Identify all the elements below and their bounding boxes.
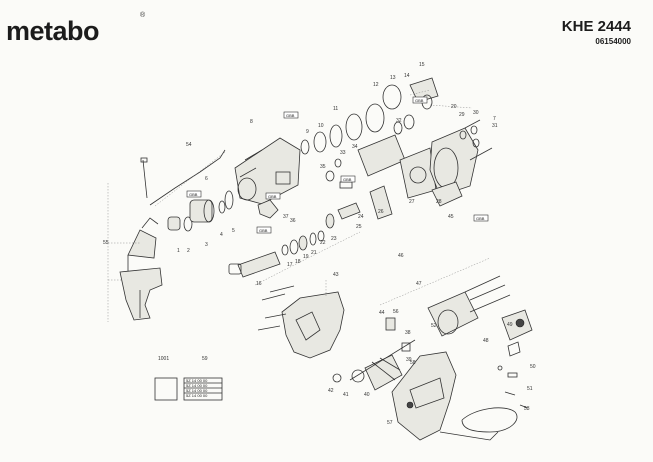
- tag-label: GBB: [415, 98, 424, 103]
- callout-label: 47: [416, 281, 422, 287]
- tag-label: GBB: [259, 228, 268, 233]
- callout-label: 41: [343, 392, 349, 398]
- callout-label: 44: [379, 310, 385, 316]
- callout-label: 40: [364, 392, 370, 398]
- tag-label: GBB: [343, 177, 352, 182]
- spindle-parts: [228, 185, 393, 286]
- tag-labels: GBB GBB GBB GBB GBB GBB GBB: [186, 96, 489, 234]
- callout-labels: 1 2 3 4 5 6 7 8 9 10 11 12 13 14 15 16 1…: [103, 62, 536, 426]
- callout-label: 33: [340, 150, 346, 156]
- switch-parts: [497, 309, 533, 378]
- callout-label: 24: [358, 214, 364, 220]
- callout-label: 18: [295, 259, 301, 265]
- callout-label: 59: [202, 356, 208, 362]
- callout-label: 36: [290, 218, 296, 224]
- lower-housing-cover: [391, 351, 457, 441]
- model-title: KHE 2444: [561, 18, 631, 35]
- callout-label: 27: [409, 199, 415, 205]
- callout-label: 42: [328, 388, 334, 394]
- callout-label: 45: [448, 214, 454, 220]
- callout-label: 7: [493, 116, 496, 122]
- brand-logo: metabo: [6, 16, 100, 46]
- callout-label: 34: [352, 144, 358, 150]
- callout-label: 12: [373, 82, 379, 88]
- callout-label: 46: [398, 253, 404, 259]
- table-row: 5Z 14 00 00: [186, 393, 208, 398]
- callout-label: 19: [303, 254, 309, 260]
- callout-label: 53: [524, 406, 530, 412]
- callout-label: 2: [187, 248, 190, 254]
- field-coil: [379, 257, 511, 337]
- callout-label: 57: [387, 420, 393, 426]
- reference-table: 5Z 14 00 00 5Z 14 00 00 5Z 14 00 00 5Z 1…: [154, 377, 223, 401]
- chuck-assembly: [140, 137, 301, 232]
- callout-label: 43: [333, 272, 339, 278]
- callout-label: 23: [331, 236, 337, 242]
- table-row: 5Z 14 00 00: [186, 383, 208, 388]
- callout-label: 48: [483, 338, 489, 344]
- tag-label: GBB: [189, 192, 198, 197]
- callout-label: 28: [436, 199, 442, 205]
- callout-label: 29: [459, 112, 465, 118]
- armature: [332, 317, 416, 391]
- tag-label: GBB: [286, 113, 295, 118]
- tag-label: GBB: [268, 194, 277, 199]
- callout-label: 14: [404, 73, 410, 79]
- callout-label: 52: [431, 323, 437, 329]
- callout-label: 51: [527, 386, 533, 392]
- callout-label: 25: [356, 224, 362, 230]
- callout-label: 15: [419, 62, 425, 68]
- callout-label: 1: [177, 248, 180, 254]
- callout-label: 17: [287, 262, 293, 268]
- callout-label: 58: [410, 360, 416, 366]
- callout-label: 3: [205, 242, 208, 248]
- callout-label: 1001: [158, 356, 169, 362]
- power-cable: [439, 391, 529, 441]
- tag-label: GBB: [476, 216, 485, 221]
- callout-label: 10: [318, 123, 324, 129]
- table-row: 5Z 14 00 00: [186, 388, 208, 393]
- callout-label: 50: [530, 364, 536, 370]
- motor-housing-upper: [409, 89, 493, 207]
- table-row: 5Z 14 00 00: [186, 378, 208, 383]
- callout-label: 5: [232, 228, 235, 234]
- callout-label: 49: [507, 322, 513, 328]
- callout-label: 30: [473, 110, 479, 116]
- callout-label: 55: [103, 240, 109, 246]
- callout-label: 38: [405, 330, 411, 336]
- callout-label: 56: [393, 309, 399, 315]
- callout-label: 20: [451, 104, 457, 110]
- callout-label: 35: [320, 164, 326, 170]
- callout-label: 11: [333, 106, 338, 112]
- part-number: 06154000: [595, 37, 631, 46]
- callout-label: 13: [390, 75, 396, 81]
- callout-label: 26: [378, 209, 384, 215]
- registered-mark: ®: [140, 12, 146, 19]
- callout-label: 54: [186, 142, 192, 148]
- callout-label: 6: [205, 176, 208, 182]
- callout-label: 37: [283, 214, 289, 220]
- gear-rings: [300, 77, 439, 199]
- callout-label: 22: [320, 240, 326, 246]
- callout-label: 31: [492, 123, 498, 129]
- callout-label: 39: [406, 357, 412, 363]
- callout-label: 16: [256, 281, 262, 287]
- callout-label: 21: [311, 250, 317, 256]
- callout-label: 8: [250, 119, 253, 125]
- side-handle: [107, 183, 163, 322]
- callout-label: 9: [306, 129, 309, 135]
- callout-label: 32: [396, 118, 402, 124]
- housing-handle: [257, 280, 345, 359]
- callout-label: 4: [220, 232, 223, 238]
